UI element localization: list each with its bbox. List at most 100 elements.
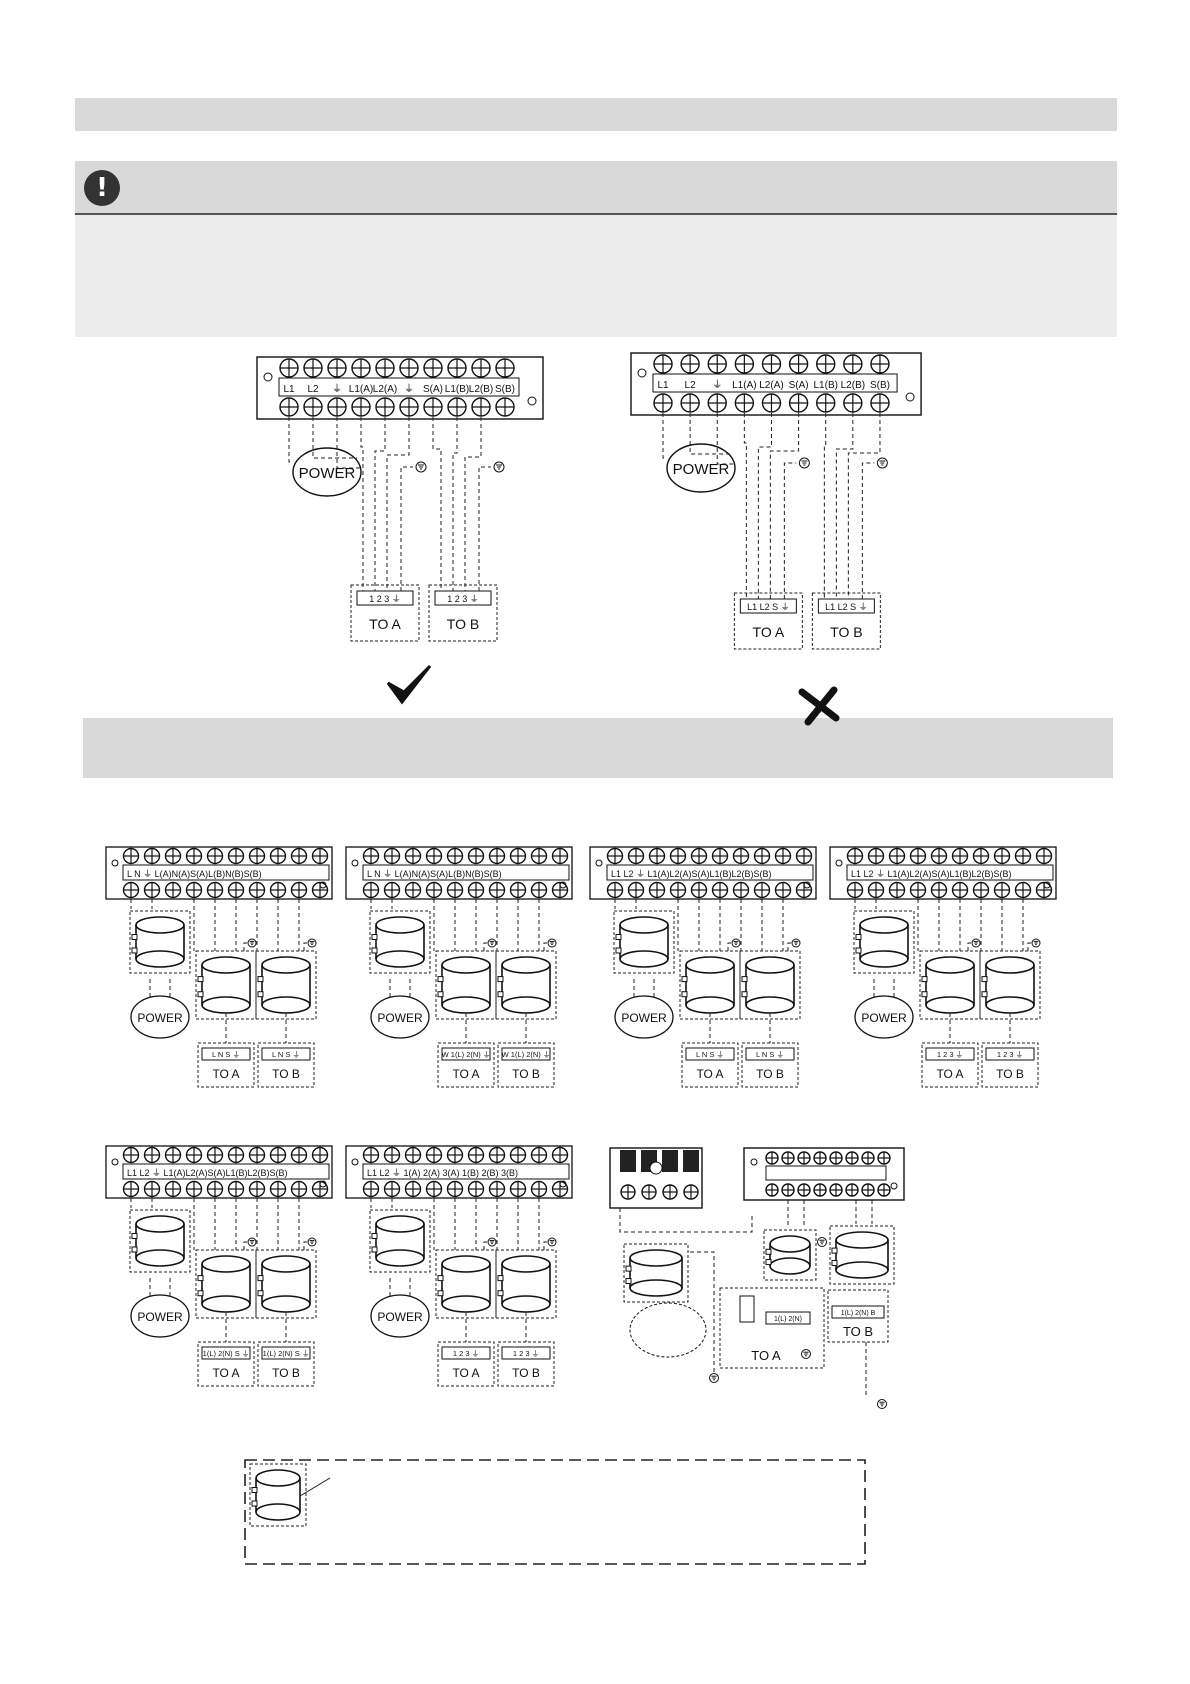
unit-b-label: TO B [830,624,862,640]
power-source [292,447,362,497]
unit-b-terminal-text: 1(L) 2(N) B [841,1310,876,1317]
cable-clip [855,947,862,954]
fuse-icon [739,1295,755,1323]
terminal-label: L2(A) [759,380,783,391]
cable-top [685,956,735,974]
ground-icon [493,461,505,473]
cable-bottom [925,996,975,1014]
ground-icon [798,457,810,469]
cable-clip [257,1290,264,1297]
wire [303,1241,308,1250]
power-source [130,1294,190,1338]
cable-top [255,1469,301,1487]
terminal-label: S(B) [870,380,890,391]
cable-clip [921,991,928,998]
ground-icon [547,1237,557,1247]
label-row [846,864,1054,881]
cable-clip [131,1233,138,1239]
cable-clip [615,934,622,940]
power-label: POWER [137,1310,183,1324]
unit-a-label: TO A [751,1348,781,1363]
wiring-diagram-special: 1(L) 2(N)TO A1(L) 2(N) BTO B [609,1147,905,1409]
cable-bottom [985,996,1035,1014]
unit-b-terminal-text: 1 2 3 ⏚ [447,594,479,604]
ground-icon [709,1373,719,1383]
unit-a-label: TO A [452,1067,479,1081]
cable-clip [765,1259,772,1266]
mounting-hole [351,859,359,867]
wire [483,942,488,951]
cable-top [925,956,975,974]
cable-top [261,956,311,974]
cross-icon [798,686,840,726]
terminal-label: L2 [685,380,697,391]
cable-top [835,1231,889,1249]
unit-b-terminals [745,1047,795,1061]
terminal-label: L2 [307,384,319,395]
cable-clip [765,1248,772,1255]
cable-bottom [441,996,491,1014]
cable-clip [497,1290,504,1297]
cable-clip [831,1260,838,1267]
cable-clip [131,934,138,940]
cable-bottom [501,996,551,1014]
cable-top [629,1249,683,1267]
terminal-strip-labels: L1 L2 ⏚ L1(A)L2(A)S(A)L1(B)L2(B)S(B) [851,869,1012,879]
unit-a-terminal-text: L N S ⏚ [212,1050,240,1059]
wire [478,466,491,591]
unit-b-label: TO B [272,1366,300,1380]
cable-bottom [859,950,909,968]
leader-line [299,1477,331,1497]
cable-clip [497,991,504,998]
unit-b-terminals [985,1047,1035,1061]
cable-top [769,1235,811,1253]
wire [662,413,667,459]
unit-b-terminal-text: L N S ⏚ [756,1050,784,1059]
cable-box [255,1249,317,1319]
ground-icon [791,938,801,948]
ground-icon [307,938,317,948]
unit-b-box [428,584,498,642]
cable-top [501,1255,551,1273]
ground-icon [307,1237,317,1247]
wire [861,462,875,599]
check-icon [386,664,432,705]
cable-box [853,910,915,974]
mounting-hole [351,1158,359,1166]
unit-b-terminals [261,1346,311,1360]
wire [769,413,800,599]
cable-clip [371,934,378,940]
terminal-strip-labels: L1 L2 ⏚ 1(A) 2(A) 3(A) 1(B) 2(B) 3(B) [367,1168,518,1178]
mounting-hole [649,1161,663,1175]
wire [823,413,827,599]
cable-box [255,950,317,1020]
cable-clip [497,1275,504,1282]
label-row [278,377,520,397]
wire [967,942,972,951]
wire [452,417,458,591]
cable-clip [741,976,748,983]
power-label: POWER [299,465,356,482]
power-source [629,1302,707,1358]
mounting-hole [835,859,843,867]
terminal-label: L2(B) [469,384,493,395]
wire [757,413,772,599]
cable-clip [981,976,988,983]
unit-b-box [827,1289,889,1343]
cable-box [495,950,557,1020]
cable-clip [257,991,264,998]
ground-icon [731,938,741,948]
cable-clip [437,976,444,983]
cable-clip [197,1290,204,1297]
cable-bottom [769,1257,811,1275]
wire [1027,942,1032,951]
ground-icon [877,1399,887,1409]
terminal-strip-labels: L1 L2 ⏚ L1(A)L2(A)S(A)L1(B)L2(B)S(B) [611,869,772,879]
unit-b-terminal-text: 1(L) 2(N) S ⏚ [263,1349,310,1358]
cable-top [135,1215,185,1233]
unit-b-terminals [831,1305,885,1319]
cable-box [495,1249,557,1319]
terminal-lug [620,1150,636,1172]
cable-clip [625,1265,632,1272]
